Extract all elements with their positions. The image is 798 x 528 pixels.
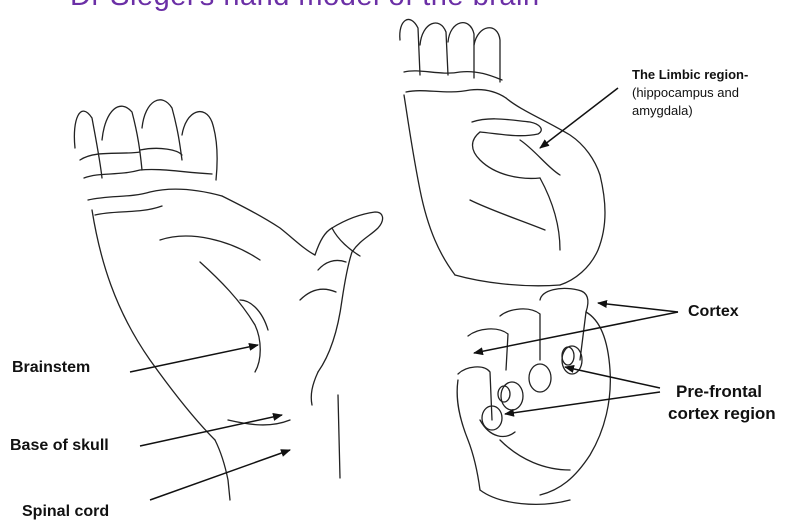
fist-sketch	[457, 288, 610, 504]
label-spinal-cord: Spinal cord	[22, 503, 109, 521]
open-hand-sketch	[74, 100, 382, 500]
arrow-base-of-skull	[140, 415, 282, 446]
label-prefrontal-line2: cortex region	[668, 404, 776, 424]
arrow-cortex-1	[598, 303, 678, 312]
label-prefrontal-line1: Pre-frontal	[676, 382, 762, 402]
thumb-tucked-hand-sketch	[400, 19, 605, 285]
label-limbic-line3: amygdala)	[632, 102, 693, 119]
label-limbic-line2: (hippocampus and	[632, 84, 739, 101]
label-base-of-skull: Base of skull	[10, 437, 109, 455]
arrow-prefrontal-2	[505, 392, 660, 414]
label-cortex: Cortex	[688, 303, 739, 321]
label-limbic-title: The Limbic region-	[632, 66, 748, 83]
arrow-spinal-cord	[150, 450, 290, 500]
label-arrows	[130, 88, 678, 500]
arrow-prefrontal-1	[565, 367, 660, 388]
label-brainstem: Brainstem	[12, 359, 90, 377]
arrow-limbic	[540, 88, 618, 148]
